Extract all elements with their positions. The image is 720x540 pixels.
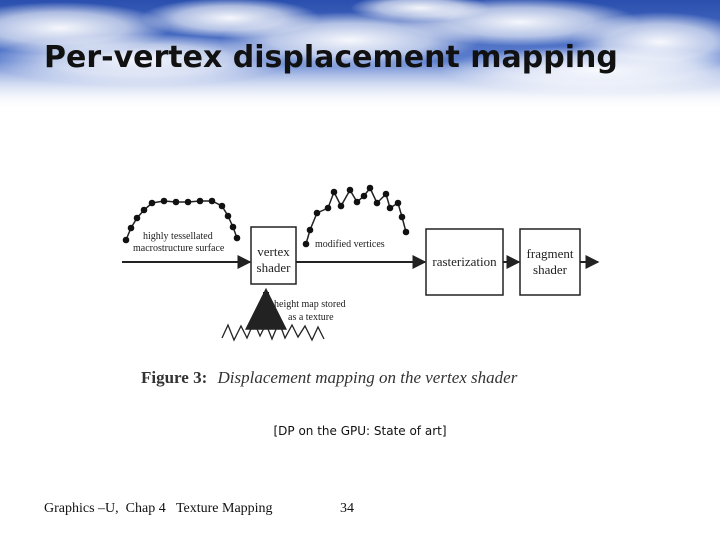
page-number: 34 [340,501,354,516]
modified-vertices-label: modified vertices [315,239,385,250]
modified-vertices-points [302,184,410,248]
sky-banner [0,0,720,110]
rasterization-box [425,228,504,296]
fragment-shader-label-line1: fragment [527,246,574,261]
height-map-label-line1: height map stored [274,299,346,310]
citation: [DP on the GPU: State of art] [273,424,447,438]
figure-caption: Figure 3: Displacement mapping on the ve… [141,368,518,387]
vertex-shader-label-line1: vertex [257,244,290,259]
figure-caption-text: Displacement mapping on the vertex shade… [217,368,518,387]
height-map-label-line2: as a texture [288,312,334,323]
fragment-shader-box [519,228,581,296]
vertex-shader-box [250,226,297,285]
modified-vertices-curve [305,186,407,245]
tessellated-surface-vertices [122,197,241,244]
height-map-zigzag [221,320,325,342]
surface-label-line2: macrostructure surface [133,243,225,254]
rasterization-label: rasterization [432,254,497,269]
surface-label-line1: highly tessellated [143,231,213,242]
slide-title: Per-vertex displacement mapping [44,40,618,75]
vertex-shader-label-line2: shader [257,260,292,275]
fragment-shader-label-line2: shader [533,262,568,277]
footer-course-label: Graphics –U, Chap 4 Texture Mapping [44,501,273,516]
figure-caption-prefix: Figure 3: [141,368,207,387]
